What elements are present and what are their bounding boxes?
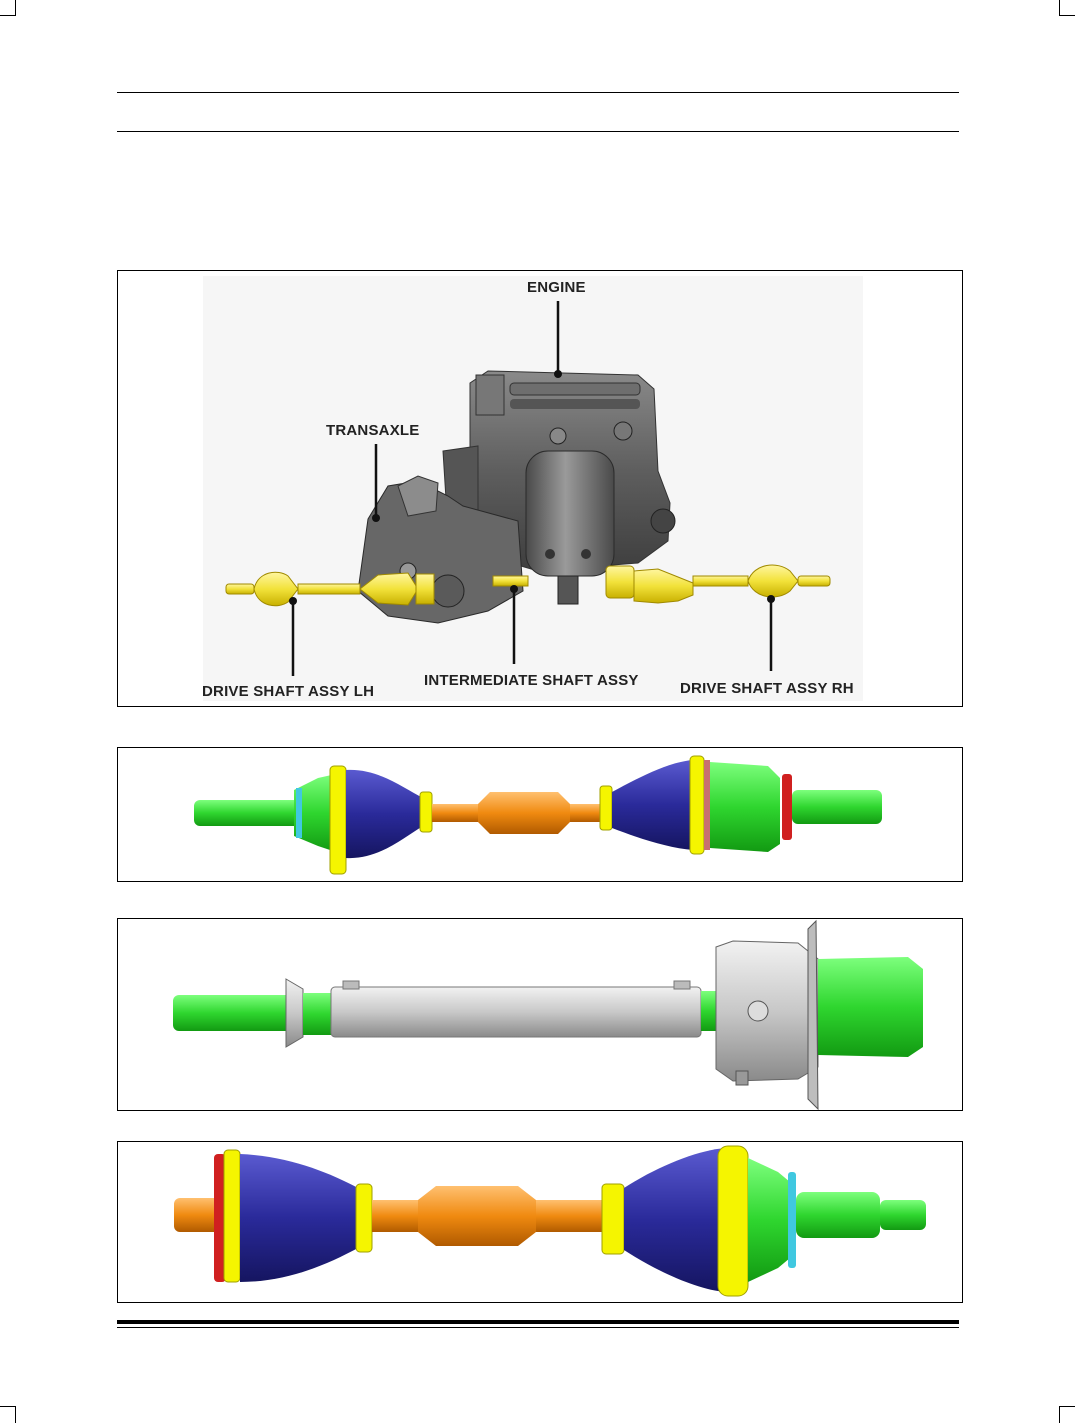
outer-cv-housing [294, 774, 336, 852]
inner-ring [704, 760, 710, 850]
intermediate-shaft-illustration [173, 919, 923, 1110]
catalytic-converter [525, 450, 615, 605]
outer-spline-stub [194, 800, 304, 826]
left-spline-end [173, 995, 293, 1031]
intermediate-shaft-detail-figure [117, 918, 963, 1111]
drive-shaft-rh [633, 564, 831, 604]
footer-rule-thick [117, 1320, 959, 1324]
drive-shaft-illustration-2 [174, 1145, 926, 1297]
crop-mark-bottom-left [0, 1406, 16, 1423]
label-drive-shaft-lh: DRIVE SHAFT ASSY LH [202, 683, 375, 700]
left-spline-collar [303, 993, 331, 1035]
outer-ring-cyan [788, 1172, 796, 1268]
inner-boot [612, 760, 693, 850]
intermediate-shaft-callout-dot [510, 585, 518, 593]
leader-lines [291, 301, 773, 676]
crop-mark-top-right [1059, 0, 1075, 16]
outer-spline-stub [796, 1192, 880, 1238]
inner-tripod-housing [710, 762, 780, 852]
inner-seal-red [214, 1154, 226, 1282]
label-engine: ENGINE [527, 279, 586, 296]
crop-mark-top-left [0, 0, 16, 16]
right-cv-housing [818, 957, 923, 1057]
outer-cv-housing [748, 1158, 790, 1282]
transaxle-callout-dot [372, 514, 380, 522]
inner-boot-clamp-small [355, 1183, 373, 1253]
label-transaxle: TRANSAXLE [326, 422, 420, 439]
shaft-damper [418, 1186, 536, 1246]
outer-boot [346, 769, 423, 859]
bracket-bolt [747, 1000, 769, 1022]
powertrain-illustration [203, 276, 863, 701]
bracket-flange [807, 919, 819, 1110]
drive-shaft-lh-callout-dot [289, 597, 297, 605]
shaft-damper [478, 792, 570, 834]
shaft-left [432, 804, 478, 822]
inner-boot [240, 1154, 358, 1282]
shaft-right [570, 804, 602, 822]
powertrain-overview-figure: ENGINE TRANSAXLE DRIVE SHAFT ASSY LH INT… [117, 270, 963, 707]
inner-boot-clamp-large [223, 1149, 241, 1283]
header-rule-bottom [117, 131, 959, 132]
engine-callout-dot [554, 370, 562, 378]
drive-shaft-illustration-1 [194, 755, 882, 875]
label-drive-shaft-rh: DRIVE SHAFT ASSY RH [680, 680, 854, 697]
inner-seal-red [782, 774, 792, 840]
outer-boot-clamp-large [717, 1145, 749, 1297]
shaft-right [536, 1200, 604, 1232]
outer-boot-clamp-small [601, 1183, 625, 1255]
inner-spline-stub [792, 790, 882, 824]
outer-boot-clamp-large [329, 765, 347, 875]
inner-stub-end [174, 1198, 222, 1232]
outer-ring-cyan [296, 788, 302, 838]
crop-mark-bottom-right [1059, 1406, 1075, 1423]
label-intermediate-shaft: INTERMEDIATE SHAFT ASSY [424, 672, 639, 689]
drive-shaft-detail-figure-2 [117, 1141, 963, 1303]
drive-shaft-detail-figure-1 [117, 747, 963, 882]
outer-boot [624, 1148, 726, 1292]
intermediate-shaft [492, 565, 635, 599]
dust-deflector [285, 978, 304, 1048]
drive-shaft-lh [225, 571, 435, 607]
outer-boot-clamp-small [419, 791, 433, 833]
inner-boot-clamp-large [689, 755, 705, 855]
shaft-left [372, 1200, 418, 1232]
drive-shaft-rh-callout-dot [767, 595, 775, 603]
footer-rule-thin [117, 1327, 959, 1328]
header-rule-top [117, 92, 959, 93]
inner-boot-clamp-small [599, 785, 613, 831]
intermediate-shaft-tube [330, 986, 702, 1038]
outer-spline-tip [880, 1200, 926, 1230]
